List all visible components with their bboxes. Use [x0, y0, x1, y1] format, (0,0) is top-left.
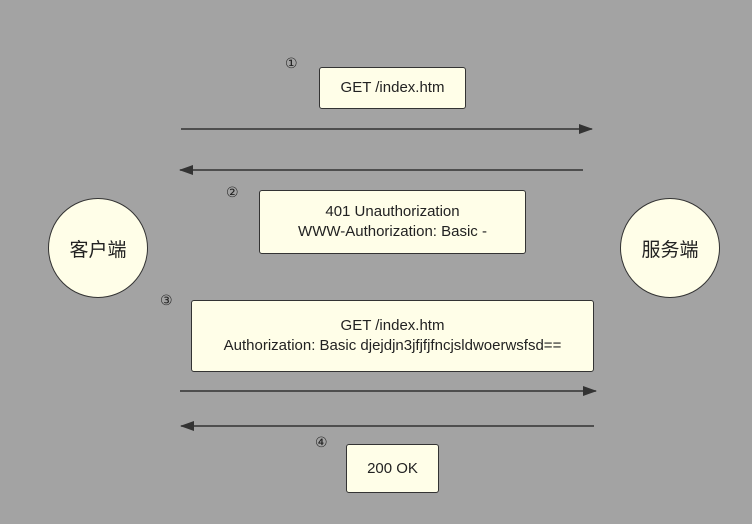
message-4-line-1: 200 OK [367, 459, 418, 477]
client-node: 客户端 [48, 198, 148, 298]
message-2-line-2: WWW-Authorization: Basic - [298, 223, 487, 240]
step-marker-2: ② [226, 185, 239, 201]
client-label: 客户端 [69, 238, 127, 261]
message-3-line-1: GET /index.htm [340, 317, 445, 334]
step-marker-1: ① [285, 56, 298, 72]
server-label: 服务端 [641, 238, 699, 261]
message-2-line-1: 401 Unauthorization [325, 203, 460, 220]
message-box-1: GET /index.htm [319, 67, 466, 109]
message-3-line-2: Authorization: Basic djejdjn3jfjfjfncjsl… [223, 337, 562, 354]
step-marker-4: ④ [315, 435, 328, 451]
message-1-line-1: GET /index.htm [340, 79, 445, 96]
message-box-2: 401 Unauthorization WWW-Authorization: B… [259, 190, 526, 254]
server-node: 服务端 [620, 198, 720, 298]
message-box-3: GET /index.htm Authorization: Basic djej… [191, 300, 594, 372]
message-box-4: 200 OK [346, 444, 439, 493]
step-marker-3: ③ [160, 293, 173, 309]
